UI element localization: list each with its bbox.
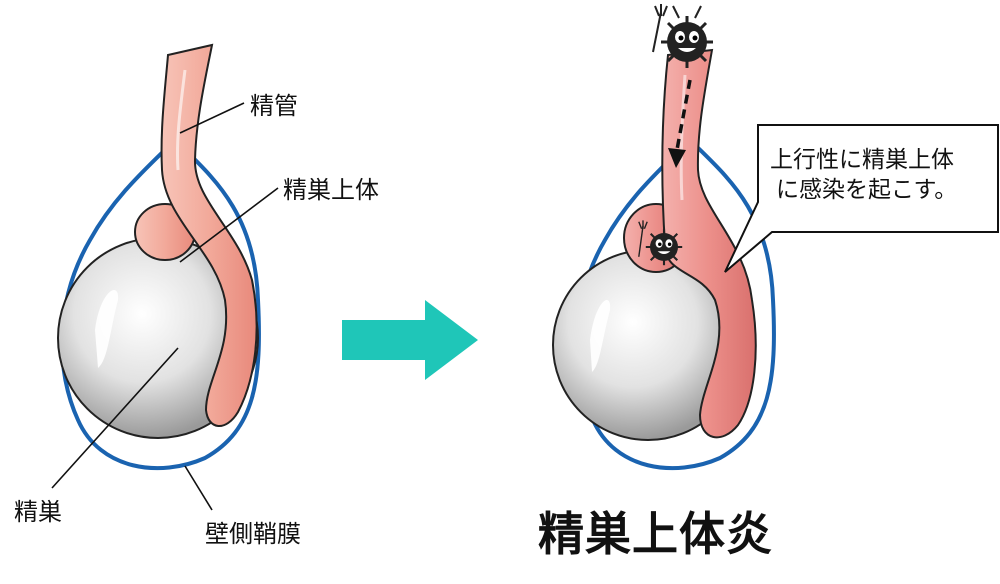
- label-epididymis: 精巣上体: [283, 176, 379, 204]
- diagnosis-title: 精巣上体炎: [538, 507, 773, 561]
- vas-deferens-left: [160, 43, 258, 427]
- inflamed-testis-illustration: [552, 4, 999, 471]
- callout-box: [724, 124, 999, 273]
- callout-line-1: 上行性に精巣上体: [770, 147, 954, 173]
- callout-line-2: に感染を起こす。: [776, 177, 958, 203]
- label-vas-deferens: 精管: [250, 92, 298, 120]
- germ-icon-inside: [638, 220, 683, 266]
- label-tunica: 壁側鞘膜: [205, 520, 301, 548]
- leader-vas-deferens: [179, 102, 245, 134]
- germ-icon: [652, 4, 713, 68]
- leader-tunica: [184, 465, 213, 511]
- callout-text: 上行性に精巣上体 に感染を起こす。: [770, 145, 957, 205]
- tunica-outline-right: [575, 137, 776, 471]
- infection-path-arrow: [674, 79, 692, 156]
- label-testis: 精巣: [14, 498, 62, 526]
- tunica-outline-left: [60, 137, 261, 471]
- transition-arrow: [342, 300, 478, 380]
- leader-testis: [51, 347, 179, 489]
- normal-testis-illustration: [51, 43, 279, 511]
- leader-epididymis: [179, 187, 279, 263]
